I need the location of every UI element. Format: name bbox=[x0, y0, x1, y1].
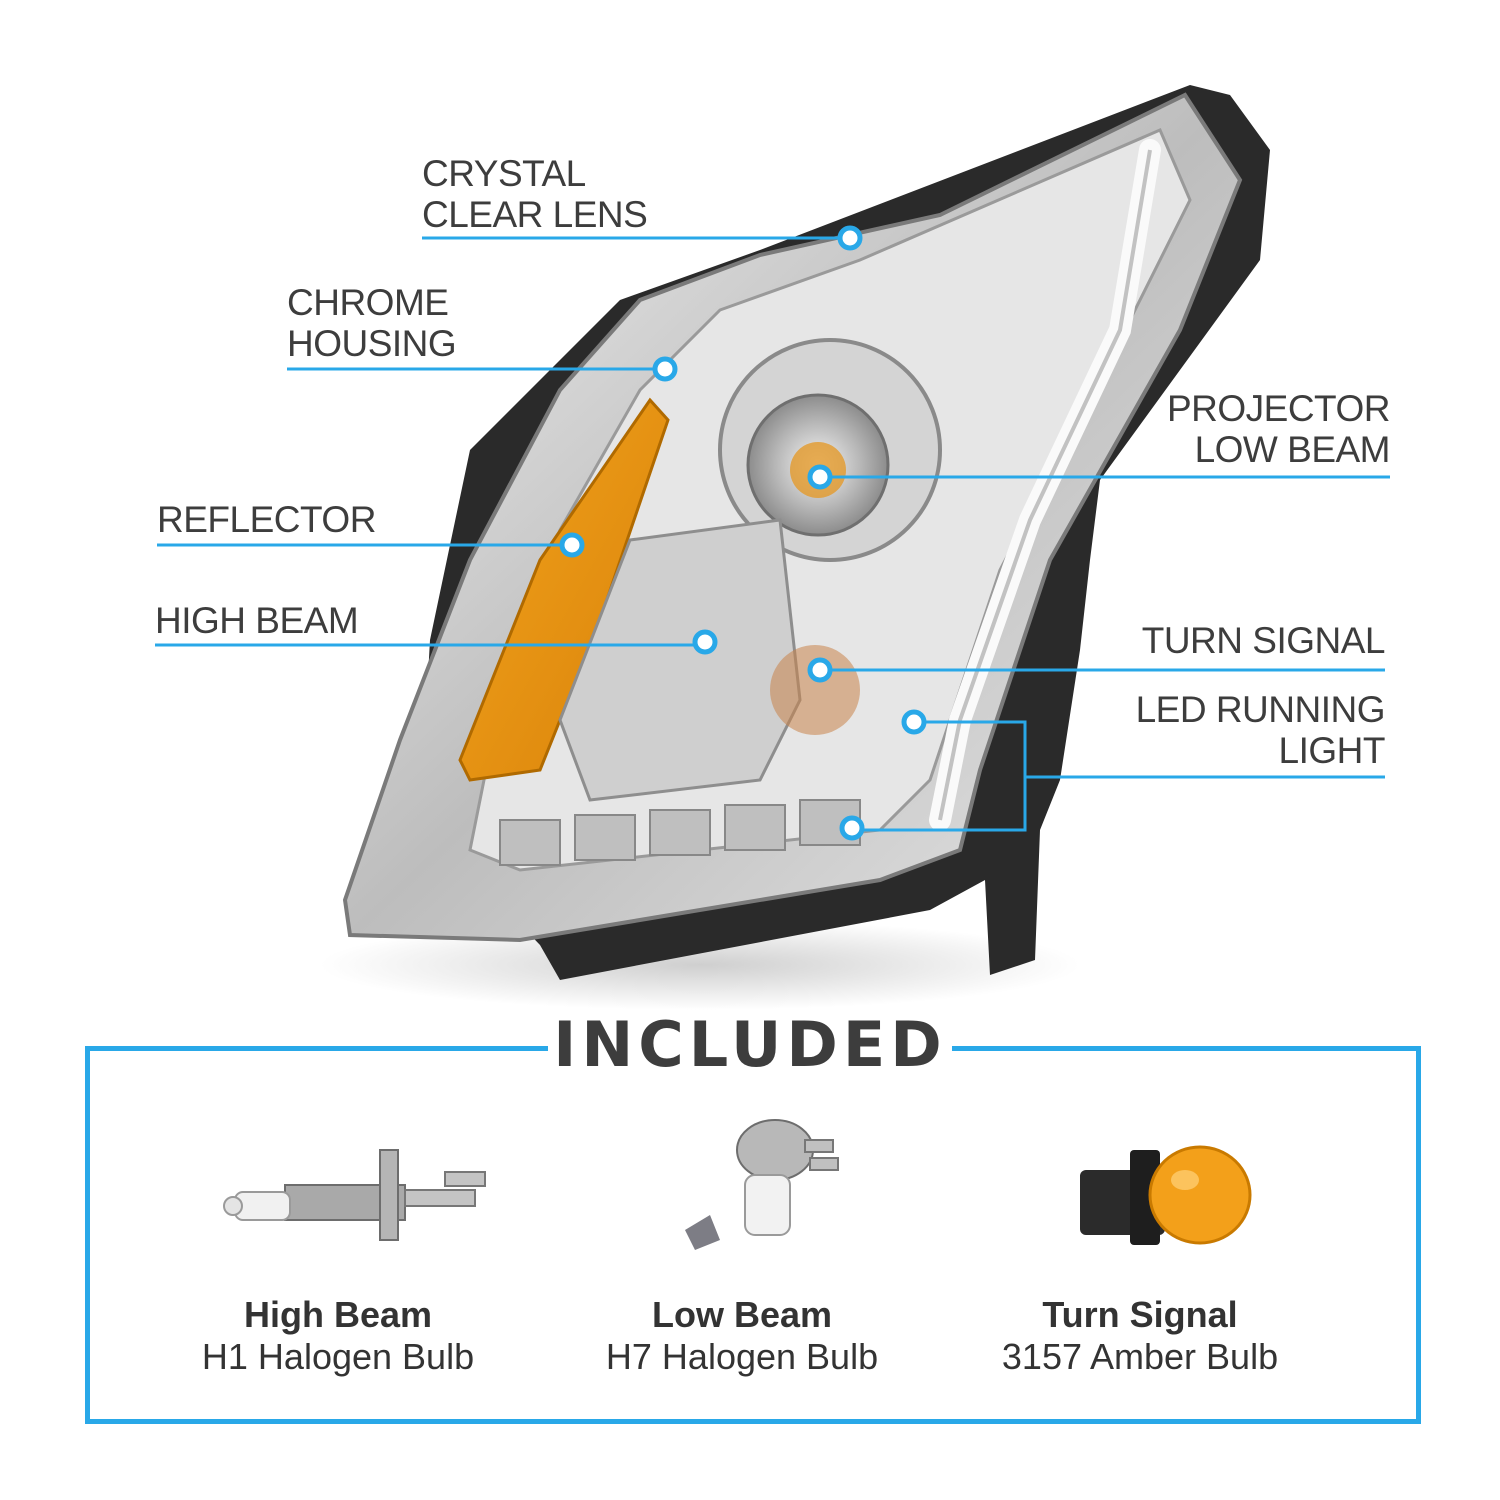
label-high-beam: HIGH BEAM bbox=[155, 600, 359, 641]
callout-lines bbox=[155, 225, 1390, 841]
label-projector-low-beam: PROJECTOR LOW BEAM bbox=[1166, 388, 1391, 470]
bulb-name-turn-signal: Turn Signal bbox=[1042, 1294, 1238, 1335]
dot-chrome-housing bbox=[652, 356, 678, 382]
label-crystal-clear-lens: CRYSTAL CLEAR LENS bbox=[422, 153, 648, 235]
bulb-desc-turn-signal: 3157 Amber Bulb bbox=[1001, 1336, 1279, 1377]
bulb-desc-high-beam: H1 Halogen Bulb bbox=[201, 1336, 475, 1377]
dot-reflector bbox=[559, 532, 585, 558]
bulb-name-low-beam: Low Beam bbox=[651, 1294, 833, 1335]
dot-led-running-light-upper bbox=[901, 709, 927, 735]
headlight-image bbox=[320, 85, 1270, 1010]
led-segments bbox=[499, 799, 861, 866]
dot-turn-signal bbox=[807, 657, 833, 683]
bulb-desc-low-beam: H7 Halogen Bulb bbox=[605, 1336, 879, 1377]
dot-crystal-clear-lens bbox=[837, 225, 863, 251]
bulb-name-high-beam: High Beam bbox=[243, 1294, 433, 1335]
h7-bulb-image bbox=[685, 1119, 839, 1250]
dot-high-beam bbox=[692, 629, 718, 655]
floor-shadow bbox=[320, 920, 1080, 1010]
label-chrome-housing: CHROME HOUSING bbox=[287, 282, 457, 364]
label-turn-signal: TURN SIGNAL bbox=[1141, 620, 1386, 661]
turn-signal-bulb bbox=[770, 645, 860, 735]
3157-bulb-image bbox=[1080, 1145, 1252, 1245]
h1-bulb-image bbox=[223, 1149, 486, 1241]
dot-led-running-light-lower bbox=[839, 815, 865, 841]
amber-reflector bbox=[458, 397, 670, 782]
label-led-running-light: LED RUNNING LIGHT bbox=[1135, 689, 1386, 771]
high-beam-bowl bbox=[558, 518, 802, 802]
included-title: INCLUDED bbox=[548, 1010, 952, 1080]
label-reflector: REFLECTOR bbox=[157, 499, 376, 540]
dot-projector-low-beam bbox=[807, 464, 833, 490]
